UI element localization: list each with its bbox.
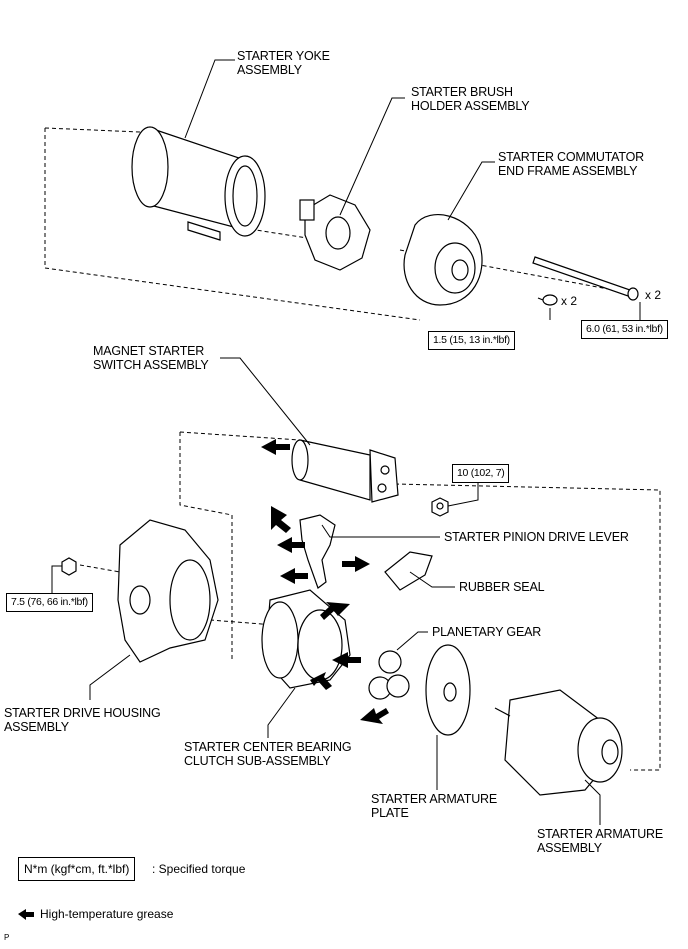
leader-lines (51, 59, 641, 825)
rubber-seal (384, 551, 433, 591)
center-bearing-clutch (261, 589, 351, 689)
legend-torque-unit: N*m (kgf*cm, ft.*lbf) (18, 857, 136, 881)
legend-torque-desc: : Specified torque (152, 862, 246, 876)
label-commutator-frame: STARTER COMMUTATOR END FRAME ASSEMBLY (498, 150, 644, 178)
magnet-switch (291, 439, 399, 503)
label-armature-plate: STARTER ARMATURE PLATE (371, 792, 497, 820)
pinion-drive-lever (299, 514, 336, 589)
label-armature: STARTER ARMATURE ASSEMBLY (537, 827, 663, 855)
label-center-bearing: STARTER CENTER BEARING CLUTCH SUB-ASSEMB… (184, 740, 352, 768)
label-planetary-gear: PLANETARY GEAR (432, 625, 542, 639)
legend-arrow-icon (18, 909, 34, 920)
commutator-end-frame (403, 214, 483, 306)
label-rubber-seal: RUBBER SEAL (459, 580, 545, 594)
brush-holder (299, 194, 371, 271)
torque-housing-nut: 7.5 (76, 66 in.*lbf) (6, 593, 93, 612)
torque-screw: 1.5 (15, 13 in.*lbf) (428, 331, 515, 350)
planetary-gears (368, 650, 410, 700)
qty-screw: x 2 (561, 294, 578, 308)
switch-nut (431, 497, 449, 517)
label-starter-yoke: STARTER YOKE ASSEMBLY (237, 49, 330, 77)
through-bolt (532, 256, 639, 301)
torque-switch-nut: 10 (102, 7) (452, 464, 510, 483)
grease-arrows (261, 439, 389, 724)
label-brush-holder: STARTER BRUSH HOLDER ASSEMBLY (411, 85, 530, 113)
torque-through-bolt: 6.0 (61, 53 in.*lbf) (581, 320, 668, 339)
label-drive-housing: STARTER DRIVE HOUSING ASSEMBLY (4, 706, 161, 734)
label-magnet-switch: MAGNET STARTER SWITCH ASSEMBLY (93, 344, 209, 372)
armature-plate (425, 644, 471, 736)
corner-mark: P (4, 933, 10, 942)
drive-housing (117, 519, 219, 663)
armature (494, 689, 623, 796)
screw (537, 294, 558, 306)
label-pinion-lever: STARTER PINION DRIVE LEVER (444, 530, 629, 544)
housing-nut (61, 557, 77, 576)
qty-through-bolt: x 2 (645, 288, 662, 302)
starter-yoke (131, 126, 266, 241)
legend-grease-desc: High-temperature grease (40, 907, 174, 921)
